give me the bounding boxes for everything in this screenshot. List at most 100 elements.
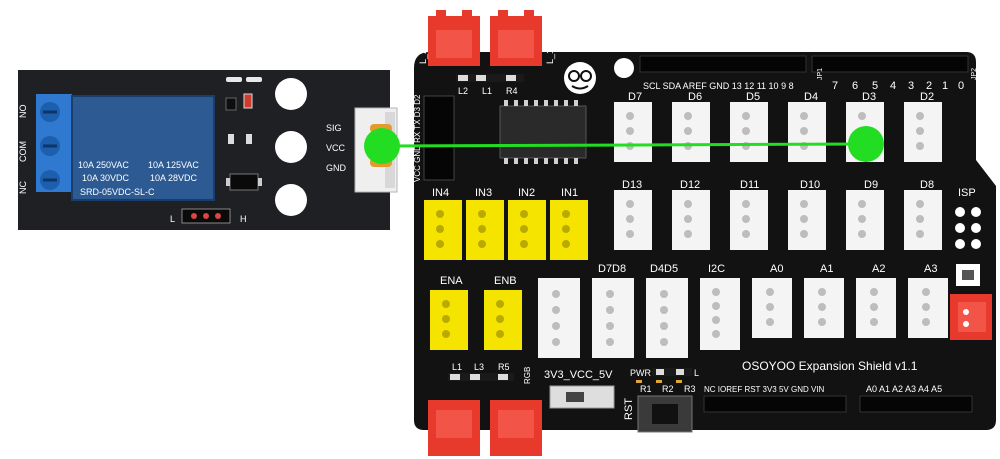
rating-30vdc: 10A 30VDC bbox=[82, 173, 130, 183]
digital-pin-4: 4 bbox=[890, 80, 896, 92]
header-top-left bbox=[639, 55, 807, 73]
pwr-label: PWR bbox=[630, 368, 651, 378]
analog-header bbox=[859, 395, 973, 413]
port-4pin-a bbox=[538, 278, 580, 358]
digital-pin-labels: 7 6 5 4 3 2 1 0 bbox=[832, 80, 964, 92]
led-bottom-r5: R5 bbox=[498, 362, 510, 372]
port-label-d2: D2 bbox=[920, 91, 934, 103]
resistor-r2: R2 bbox=[662, 384, 674, 394]
power-select-label: 3V3_VCC_5V bbox=[544, 369, 613, 381]
digital-pin-5: 5 bbox=[872, 80, 878, 92]
port-row-3: D7D8 D4D5 I2C A0 A1 A2 A3 bbox=[538, 263, 948, 358]
led-bottom-l3: L3 bbox=[474, 362, 484, 372]
port-label-a2: A2 bbox=[872, 263, 885, 275]
led-bottom-l1: L1 bbox=[452, 362, 462, 372]
rgb-label: RGB bbox=[523, 367, 532, 384]
digital-pin-2: 2 bbox=[926, 80, 932, 92]
port-label-a1: A1 bbox=[820, 263, 833, 275]
port-label-d4: D4 bbox=[804, 91, 818, 103]
port-label-d7d8: D7D8 bbox=[598, 263, 626, 275]
digital-pin-7: 7 bbox=[832, 80, 838, 92]
port-row-1: D7 D6 D5 D4 D3 D2 bbox=[614, 91, 942, 162]
jumper-high-label: H bbox=[240, 214, 247, 224]
serial-header-label: VCC GND RX TX D3 D2 bbox=[413, 94, 422, 182]
port-label-a3: A3 bbox=[924, 263, 937, 275]
rating-250vac: 10A 250VAC bbox=[78, 160, 129, 170]
shield-title: OSOYOO Expansion Shield v1.1 bbox=[742, 359, 918, 373]
port-label-a0: A0 bbox=[770, 263, 783, 275]
led-r4: R4 bbox=[506, 86, 518, 96]
motor-l2-label: L_2 bbox=[418, 49, 428, 64]
port-label-d11: D11 bbox=[740, 179, 759, 191]
led-l2: L2 bbox=[458, 86, 468, 96]
rst-label: RST bbox=[623, 398, 635, 420]
pin-vcc-label: VCC bbox=[326, 143, 346, 153]
port-label-d10: D10 bbox=[800, 179, 820, 191]
jp2-label: JP2 bbox=[971, 68, 978, 80]
resistor-r1: R1 bbox=[640, 384, 652, 394]
power-header bbox=[703, 395, 847, 413]
serial-header bbox=[423, 95, 455, 181]
motor-in4-label: IN4 bbox=[432, 187, 449, 199]
port-label-i2c: I2C bbox=[708, 263, 725, 275]
enb-label: ENB bbox=[494, 275, 517, 287]
mount-hole bbox=[275, 184, 307, 216]
connection-wire bbox=[364, 126, 884, 164]
port-label-d4d5: D4D5 bbox=[650, 263, 678, 275]
digital-pin-6: 6 bbox=[852, 80, 858, 92]
port-i2c bbox=[700, 278, 740, 350]
relay-module: NO COM NC 10A 250VAC 10A 125VAC 10A 30VD… bbox=[18, 70, 398, 230]
mount-hole bbox=[275, 131, 307, 163]
port-label-d9: D9 bbox=[864, 179, 878, 191]
top-header-label: SCL SDA AREF GND 13 12 11 10 9 8 bbox=[643, 81, 794, 91]
port-label-d12: D12 bbox=[680, 179, 700, 191]
isp-label: ISP bbox=[958, 187, 976, 199]
digital-pin-1: 1 bbox=[942, 80, 948, 92]
isp-header bbox=[955, 207, 981, 249]
port-label-d8: D8 bbox=[920, 179, 934, 191]
wire-end-sig bbox=[364, 128, 400, 164]
terminal-com-label: COM bbox=[18, 141, 28, 162]
terminal-no-label: NO bbox=[18, 105, 28, 119]
port-label-d7: D7 bbox=[628, 91, 642, 103]
relay-model: SRD-05VDC-SL-C bbox=[80, 187, 155, 197]
motor-in1-label: IN1 bbox=[561, 187, 578, 199]
motor-in2-label: IN2 bbox=[518, 187, 535, 199]
jp1-label: JP1 bbox=[817, 68, 824, 80]
mount-hole bbox=[275, 78, 307, 110]
wire-end-d3 bbox=[848, 126, 884, 162]
driver-ic bbox=[499, 105, 587, 159]
rating-28vdc: 10A 28VDC bbox=[150, 173, 198, 183]
relay-led bbox=[243, 93, 253, 109]
port-label-d6: D6 bbox=[688, 91, 702, 103]
wire-sig-to-d3 bbox=[381, 142, 867, 148]
pwr-l-label: L bbox=[694, 368, 699, 378]
terminal-nc-label: NC bbox=[18, 181, 28, 194]
digital-pin-3: 3 bbox=[908, 80, 914, 92]
jumper-low-label: L bbox=[170, 214, 175, 224]
motor-input-connectors: IN4 IN3 IN2 IN1 ENA ENB bbox=[424, 187, 588, 350]
pin-sig-label: SIG bbox=[326, 123, 342, 133]
port-d7d8 bbox=[592, 278, 634, 358]
led-l1: L1 bbox=[482, 86, 492, 96]
expansion-shield: L_2 L_1 L2 L1 R4 SCL SDA AREF GND 13 12 … bbox=[413, 10, 996, 456]
port-label-d5: D5 bbox=[746, 91, 760, 103]
digital-pin-0: 0 bbox=[958, 80, 964, 92]
rating-125vac: 10A 125VAC bbox=[148, 160, 199, 170]
relay-body bbox=[71, 95, 215, 201]
mount-hole bbox=[614, 58, 634, 78]
port-label-d3: D3 bbox=[862, 91, 876, 103]
port-row-2: D13 D12 D11 D10 D9 D8 bbox=[614, 179, 942, 250]
analog-header-label: A0 A1 A2 A3 A4 A5 bbox=[866, 384, 942, 394]
ena-label: ENA bbox=[440, 275, 463, 287]
power-header-label: NC IOREF RST 3V3 5V GND VIN bbox=[704, 385, 825, 394]
resistor-r3: R3 bbox=[684, 384, 696, 394]
pin-gnd-label: GND bbox=[326, 163, 347, 173]
motor-in3-label: IN3 bbox=[475, 187, 492, 199]
port-label-d13: D13 bbox=[622, 179, 642, 191]
motor-l1-label: L_1 bbox=[545, 49, 555, 64]
header-top-right bbox=[811, 55, 969, 73]
port-d4d5 bbox=[646, 278, 688, 358]
